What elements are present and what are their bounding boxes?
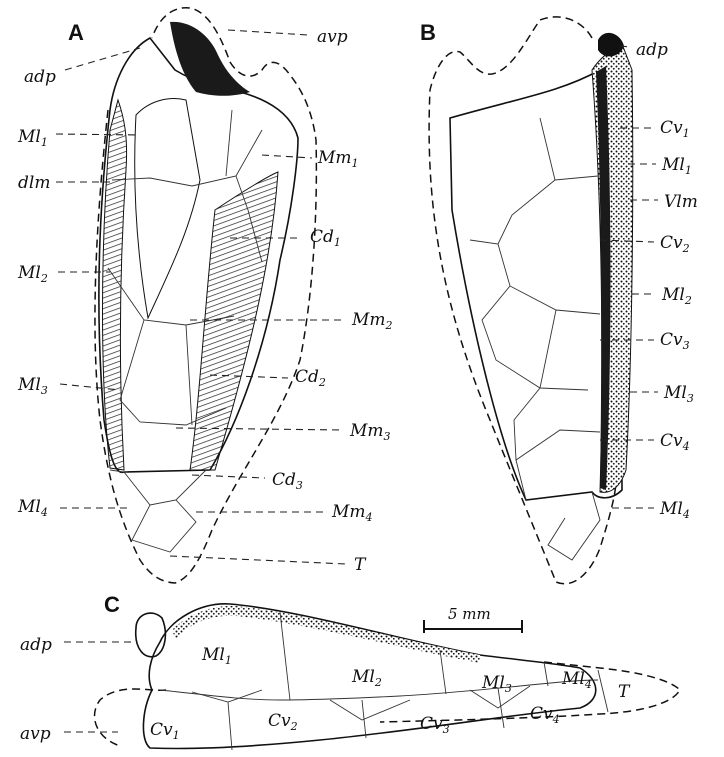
panel-c: C 5 mm adp avp Ml1 M (20, 592, 680, 750)
label-c-cv3: Cv3 (420, 714, 450, 736)
panel-a-inner-shell (135, 99, 200, 318)
scale-bar: 5 mm (424, 605, 522, 633)
label-c-avp: avp (20, 724, 51, 744)
label-a-ml2: Ml2 (17, 263, 48, 285)
label-c-ml1: Ml1 (201, 645, 232, 667)
panel-b: B adp Cv1 Ml1 Vlm Cv2 Ml2 Cv3 Ml3 (420, 17, 698, 584)
label-b-cv2: Cv2 (660, 233, 690, 255)
panel-b-restored-outline (429, 17, 616, 584)
label-a-adp: adp (24, 67, 56, 87)
panel-a-dorsal-shadow (170, 22, 250, 96)
leader-a-cd3 (192, 475, 265, 478)
label-a-mm3: Mm3 (349, 421, 391, 443)
panel-a-ventral-hatching (190, 172, 278, 470)
label-c-t: T (618, 682, 631, 702)
label-c-cv2: Cv2 (268, 711, 298, 733)
label-b-adp: adp (636, 40, 668, 60)
label-b-ml3: Ml3 (663, 383, 694, 405)
leader-a-t (170, 556, 346, 564)
panel-a: A avp adp Ml1 dlm Ml2 Ml3 (17, 8, 393, 583)
scale-bar-label: 5 mm (448, 605, 491, 623)
panel-label-c: C (104, 592, 120, 617)
label-a-cd3: Cd3 (272, 470, 303, 492)
label-a-mm2: Mm2 (351, 310, 393, 332)
label-b-ml1: Ml1 (661, 155, 692, 177)
leader-a-mm1 (262, 155, 312, 158)
leader-a-avp (228, 30, 308, 35)
panel-c-adp-knob (136, 613, 166, 657)
label-c-cv1: Cv1 (150, 720, 180, 742)
label-c-cv4: Cv4 (530, 704, 560, 726)
label-a-cd1: Cd1 (310, 227, 341, 249)
leader-a-ml1 (56, 134, 140, 135)
label-a-cd2: Cd2 (295, 367, 326, 389)
label-b-ml2: Ml2 (661, 285, 692, 307)
label-b-vlm: Vlm (664, 192, 698, 212)
label-a-ml4: Ml4 (17, 497, 48, 519)
label-c-ml3: Ml3 (481, 673, 512, 695)
label-c-ml2: Ml2 (351, 667, 382, 689)
label-a-mm1: Mm1 (317, 148, 359, 170)
label-b-ml4: Ml4 (659, 499, 690, 521)
panel-c-scute-sutures (160, 612, 608, 750)
label-a-mm4: Mm4 (331, 502, 373, 524)
label-a-avp: avp (317, 27, 348, 47)
label-b-cv4: Cv4 (660, 431, 690, 453)
panel-label-b: B (420, 20, 436, 45)
label-a-ml3: Ml3 (17, 375, 48, 397)
label-a-ml1: Ml1 (17, 127, 48, 149)
label-a-t: T (354, 555, 367, 575)
label-b-cv3: Cv3 (660, 330, 690, 352)
label-b-cv1: Cv1 (660, 118, 690, 140)
label-c-adp: adp (20, 635, 52, 655)
panel-label-a: A (68, 20, 84, 45)
label-a-dlm: dlm (18, 173, 50, 193)
